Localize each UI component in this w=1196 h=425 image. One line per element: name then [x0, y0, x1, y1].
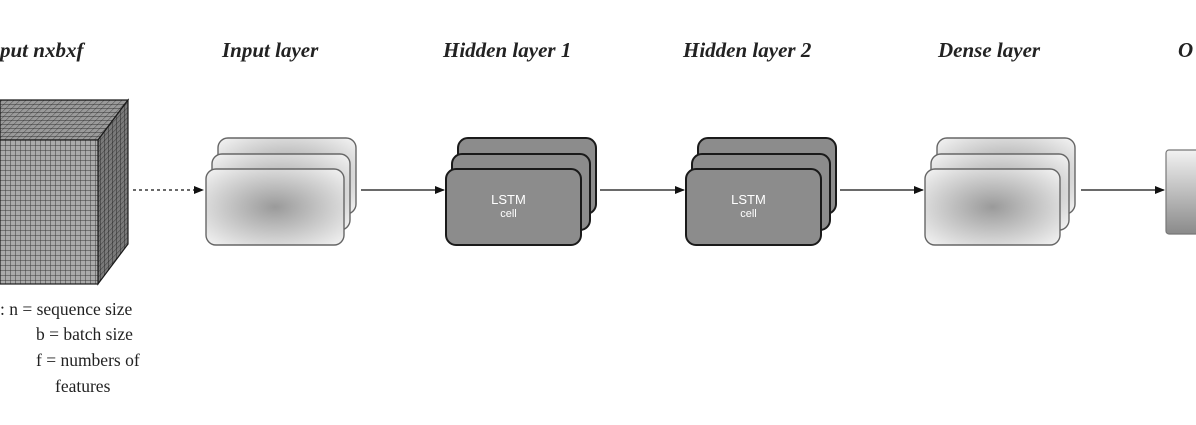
lstm-label-line1: LSTM — [731, 192, 766, 207]
title-output: O — [1178, 38, 1194, 62]
lstm-label-line2: cell — [740, 207, 757, 220]
input-cube — [0, 98, 130, 286]
title-input: put nxbxf — [0, 38, 84, 62]
title-dense-layer: Dense layer — [938, 38, 1041, 62]
title-hidden-layer-1: Hidden layer 1 — [443, 38, 572, 62]
input-layer-stack — [205, 137, 357, 246]
hidden-layer-2-stack — [685, 137, 837, 246]
legend-line-1: : n = sequence size — [0, 299, 133, 319]
title-input-layer: Input layer — [222, 38, 319, 62]
lstm-label-hidden-1: LSTM cell — [446, 192, 571, 221]
output-box — [1165, 149, 1196, 235]
lstm-label-line1: LSTM — [491, 192, 526, 207]
lstm-label-line2: cell — [500, 207, 517, 220]
dense-layer-stack — [924, 137, 1076, 246]
hidden-layer-1-stack — [445, 137, 597, 246]
legend-line-4: features — [55, 376, 111, 396]
lstm-label-hidden-2: LSTM cell — [686, 192, 811, 221]
legend-line-2: b = batch size — [36, 324, 133, 344]
title-hidden-layer-2: Hidden layer 2 — [683, 38, 812, 62]
legend-line-3: f = numbers of — [36, 350, 140, 370]
